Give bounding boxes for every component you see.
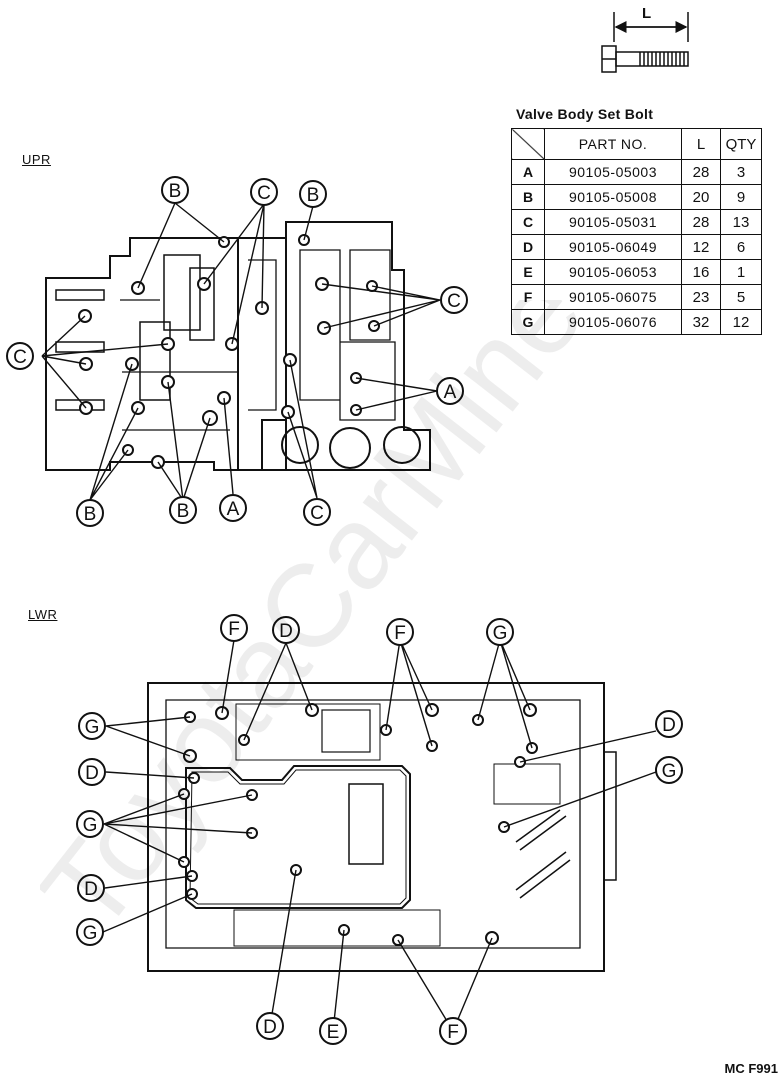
row-length: 12 — [681, 234, 721, 260]
svg-text:G: G — [662, 761, 677, 782]
row-part-no: 90105-05008 — [544, 184, 682, 210]
svg-text:D: D — [263, 1017, 277, 1038]
row-qty: 5 — [720, 284, 762, 310]
svg-text:D: D — [662, 715, 676, 736]
svg-text:F: F — [394, 623, 406, 644]
svg-text:B: B — [169, 181, 182, 202]
row-qty: 9 — [720, 184, 762, 210]
callout-labels: B C B C C A B B A C F D F G G D G D G D … — [6, 176, 683, 1045]
svg-text:C: C — [310, 503, 324, 524]
svg-text:D: D — [279, 621, 293, 642]
row-part-no: 90105-06049 — [544, 234, 682, 260]
svg-text:G: G — [83, 923, 98, 944]
svg-text:C: C — [257, 183, 271, 204]
svg-text:B: B — [84, 504, 97, 525]
row-length: 32 — [681, 309, 721, 335]
svg-text:C: C — [13, 347, 27, 368]
table-title: Valve Body Set Bolt — [516, 106, 654, 122]
row-part-no: 90105-06075 — [544, 284, 682, 310]
header-length: L — [681, 128, 721, 160]
svg-text:B: B — [177, 501, 190, 522]
row-length: 23 — [681, 284, 721, 310]
row-key: G — [511, 309, 545, 335]
row-qty: 12 — [720, 309, 762, 335]
upper-bolt-holes — [78, 234, 380, 469]
row-part-no: 90105-06076 — [544, 309, 682, 335]
svg-text:F: F — [447, 1022, 459, 1043]
lower-section-label: LWR — [28, 607, 58, 622]
row-qty: 1 — [720, 259, 762, 285]
svg-text:A: A — [227, 499, 240, 520]
row-part-no: 90105-06053 — [544, 259, 682, 285]
svg-text:D: D — [85, 763, 99, 784]
row-part-no: 90105-05031 — [544, 209, 682, 235]
row-key: C — [511, 209, 545, 235]
row-part-no: 90105-05003 — [544, 159, 682, 185]
svg-text:B: B — [307, 185, 320, 206]
header-part-no: PART NO. — [544, 128, 682, 160]
lower-leader-lines — [102, 639, 657, 1032]
table-header-row: PART NO. L QTY — [511, 128, 762, 160]
upper-valve-body — [45, 221, 431, 471]
row-qty: 13 — [720, 209, 762, 235]
upper-leader-lines — [41, 202, 441, 501]
svg-text:F: F — [228, 619, 240, 640]
svg-text:C: C — [447, 291, 461, 312]
svg-text:G: G — [83, 815, 98, 836]
row-qty: 3 — [720, 159, 762, 185]
bolt-length-label: L — [642, 5, 652, 22]
header-qty: QTY — [720, 128, 762, 160]
svg-text:D: D — [84, 879, 98, 900]
row-length: 20 — [681, 184, 721, 210]
row-key: E — [511, 259, 545, 285]
row-length: 28 — [681, 159, 721, 185]
svg-text:A: A — [444, 382, 457, 403]
bolt-icon — [601, 12, 689, 73]
svg-text:G: G — [85, 717, 100, 738]
row-length: 28 — [681, 209, 721, 235]
svg-text:E: E — [327, 1022, 340, 1043]
svg-text:G: G — [493, 623, 508, 644]
figure-code: MC F991 — [724, 1061, 778, 1076]
upper-section-label: UPR — [22, 152, 51, 167]
